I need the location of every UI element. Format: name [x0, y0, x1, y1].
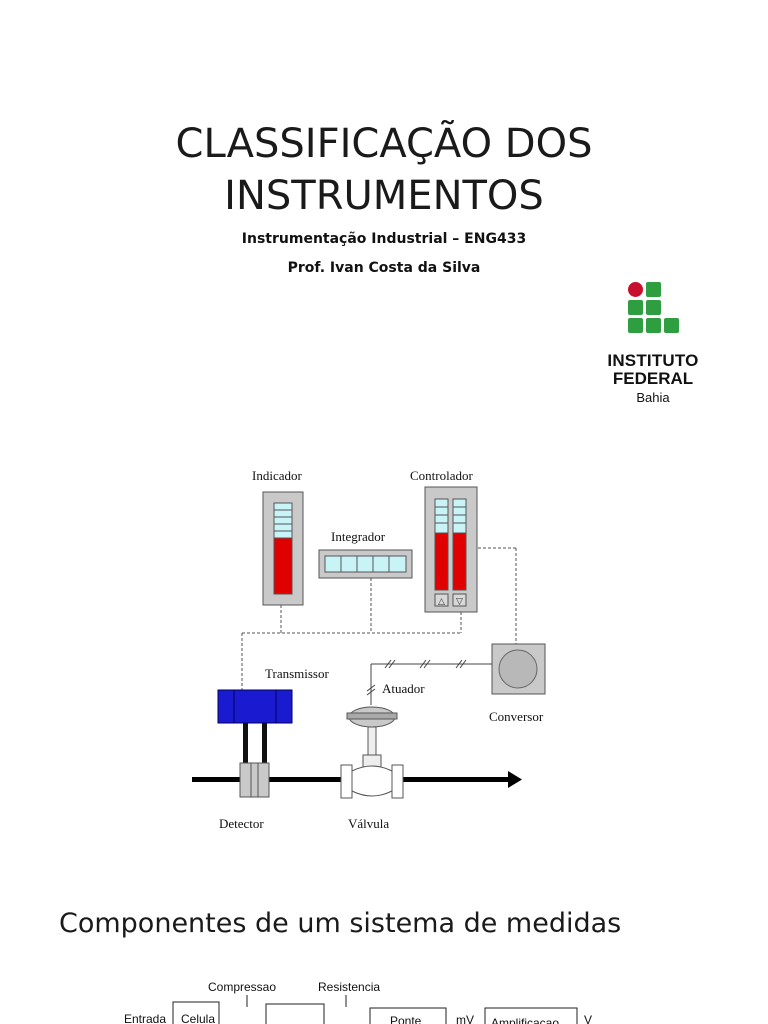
- professor-subtitle: Prof. Ivan Costa da Silva: [287, 260, 481, 276]
- label-celula: Celula: [181, 1012, 215, 1024]
- label-transmissor: Transmissor: [265, 666, 329, 681]
- instrument-diagram: Indicador Integrador Controlador △ ▽: [192, 468, 546, 831]
- label-integrador: Integrador: [331, 529, 386, 544]
- label-detector: Detector: [219, 816, 264, 831]
- label-mv: mV: [456, 1013, 474, 1024]
- slide-title: CLASSIFICAÇÃO DOS INSTRUMENTOS: [0, 118, 768, 222]
- logo-mark-icon: [628, 282, 680, 334]
- label-v: V: [584, 1013, 592, 1024]
- label-compressao: Compressao: [208, 980, 276, 994]
- title-line-2: INSTRUMENTOS: [224, 173, 544, 219]
- indicador-instrument: [262, 491, 304, 606]
- valvula-instrument: [340, 706, 404, 799]
- label-valvula: Válvula: [348, 816, 389, 831]
- pneumatic-line: [366, 659, 492, 705]
- logo-text-federal: FEDERAL: [612, 369, 694, 388]
- svg-text:▽: ▽: [456, 596, 463, 606]
- conversor-instrument: [491, 643, 546, 695]
- controlador-instrument: △ ▽: [424, 486, 478, 613]
- ifba-logo: INSTITUTO FEDERAL Bahia: [598, 280, 708, 410]
- logo-text-bahia: Bahia: [636, 390, 670, 405]
- input-arrows: [246, 995, 347, 1007]
- measurement-block-diagram: Compressao Resistencia Entrada Celula Po…: [124, 980, 592, 1024]
- signal-lines: [241, 547, 517, 690]
- detector-instrument: [239, 762, 270, 798]
- svg-text:△: △: [438, 596, 445, 606]
- empty-block: [265, 1003, 325, 1024]
- label-ponte: Ponte: [390, 1014, 422, 1024]
- title-line-1: CLASSIFICAÇÃO DOS: [175, 121, 593, 167]
- transmissor-instrument: [217, 689, 293, 767]
- label-amplificacao: Amplificacao: [491, 1016, 559, 1024]
- section-heading: Componentes de um sistema de medidas: [59, 908, 622, 939]
- logo-text-instituto: INSTITUTO: [607, 351, 699, 370]
- label-conversor: Conversor: [489, 709, 544, 724]
- label-controlador: Controlador: [410, 468, 473, 483]
- label-indicador: Indicador: [252, 468, 302, 483]
- label-entrada: Entrada: [124, 1012, 166, 1024]
- integrador-instrument: [318, 549, 413, 579]
- course-subtitle: Instrumentação Industrial – ENG433: [241, 231, 527, 247]
- label-atuador: Atuador: [382, 681, 425, 696]
- label-resistencia: Resistencia: [318, 980, 380, 994]
- logo-red-dot: [628, 282, 643, 297]
